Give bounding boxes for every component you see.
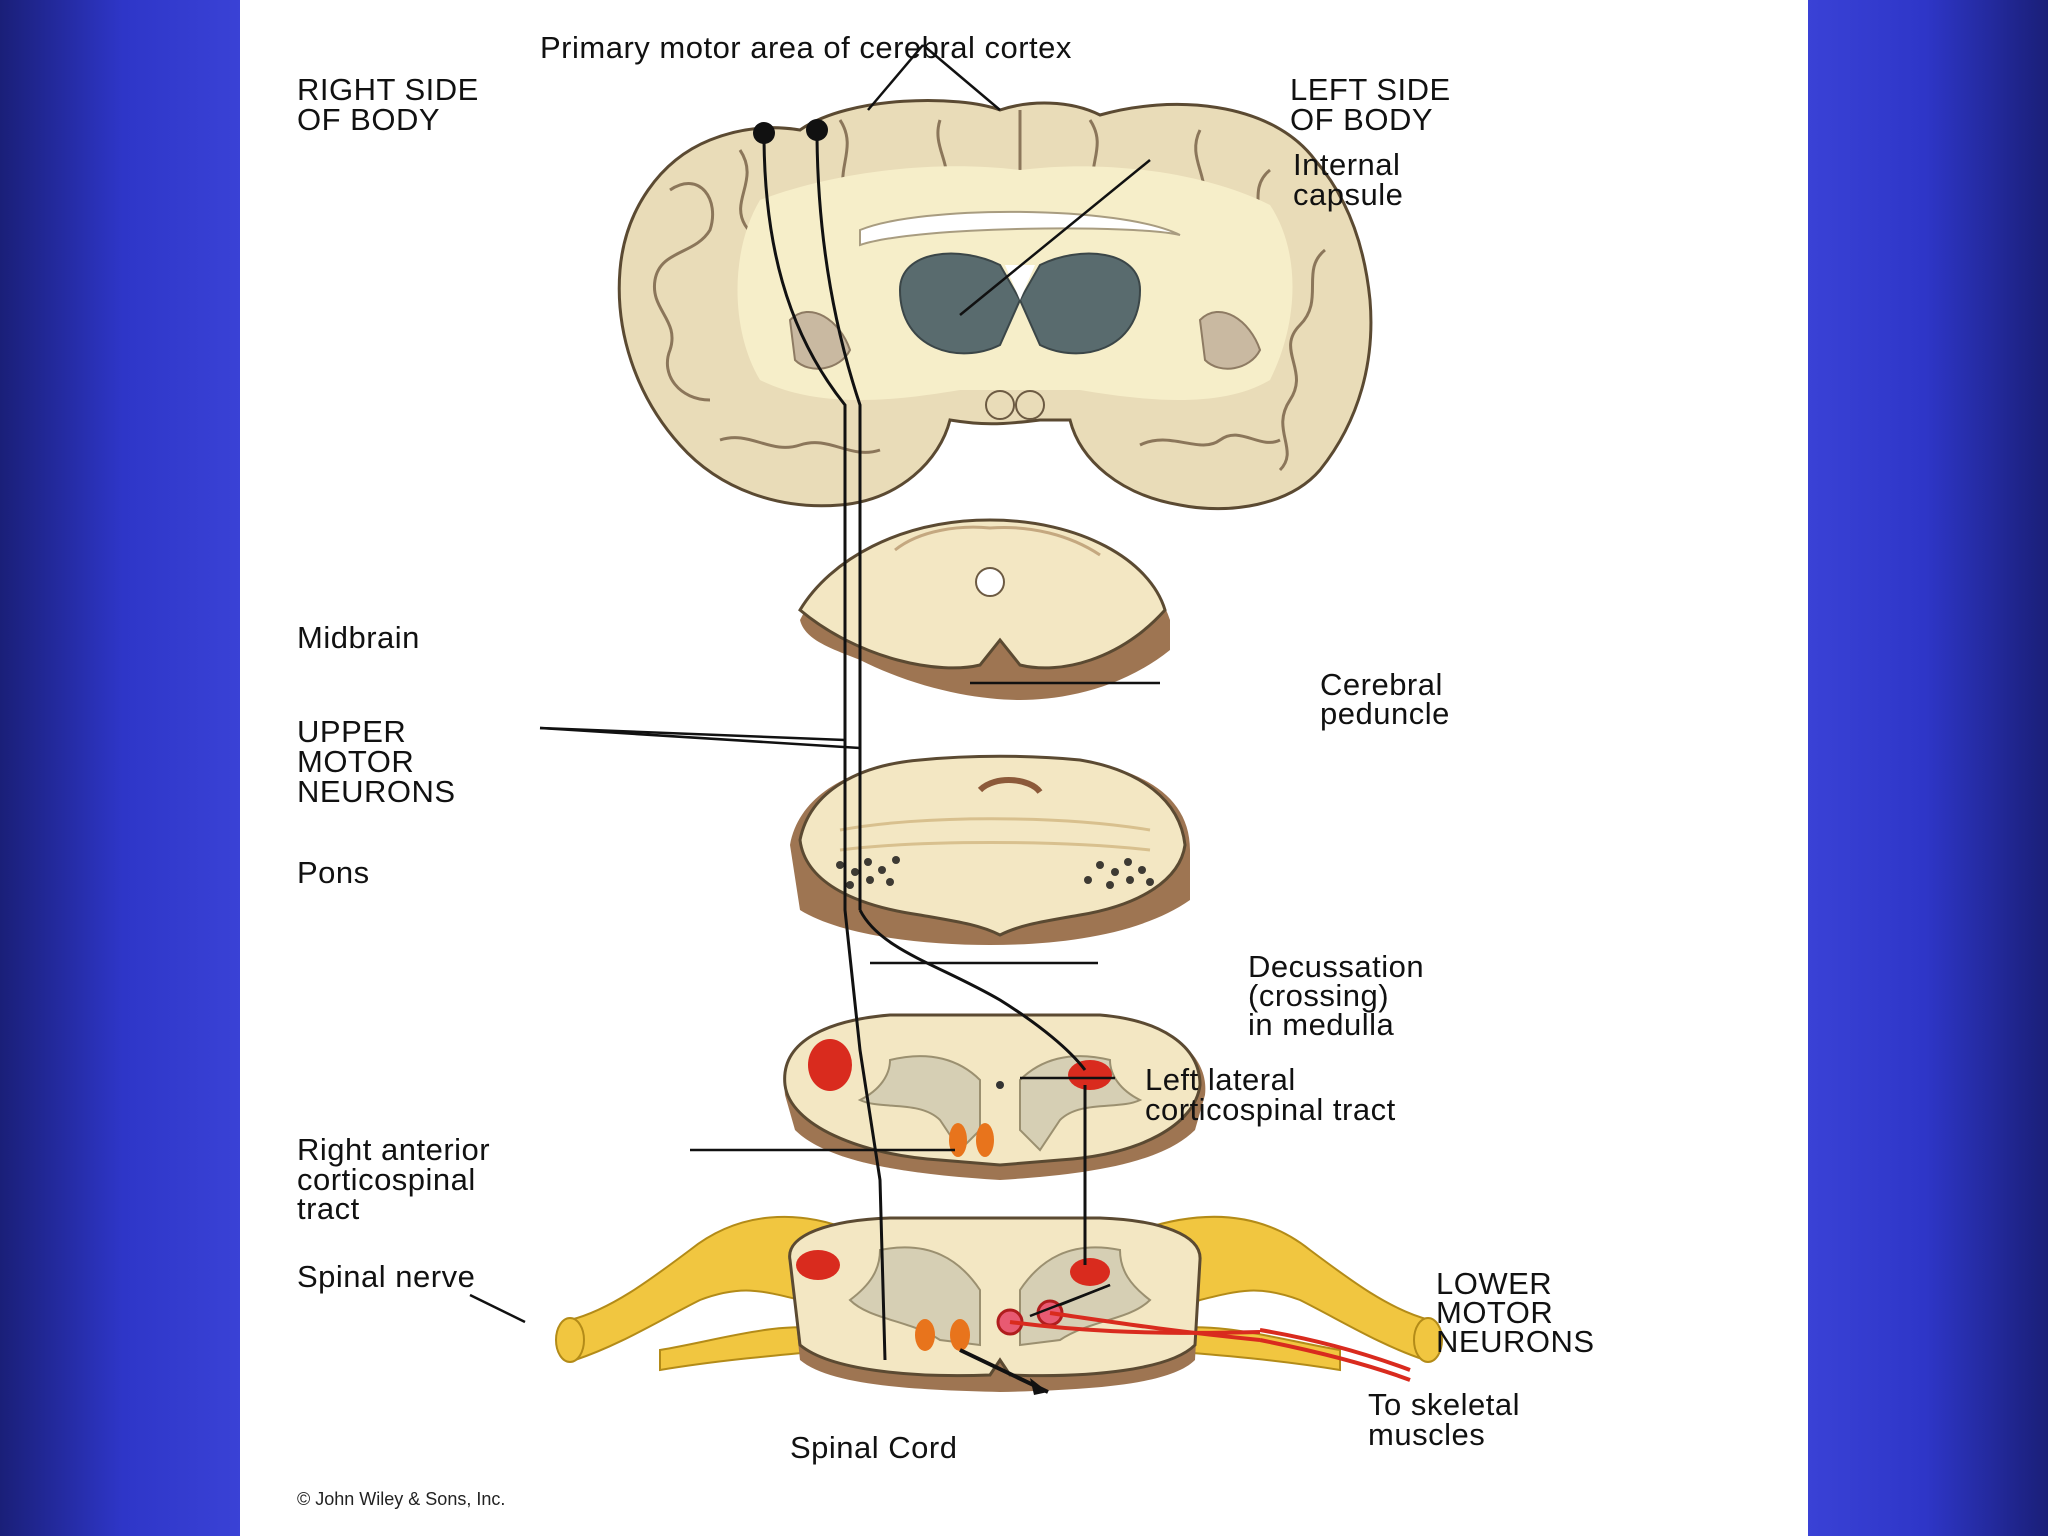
label-right-side-2: OF BODY: [297, 102, 440, 137]
anterior-tract-cord-2: [950, 1319, 970, 1351]
medulla-cord-section: [783, 1013, 1206, 1180]
label-decussation-3: in medulla: [1248, 1007, 1395, 1042]
label-internal-capsule-2: capsule: [1293, 177, 1403, 212]
label-spinal-nerve: Spinal nerve: [297, 1259, 475, 1294]
label-upper-motor-1: UPPER: [297, 714, 406, 749]
lentiform-nucleus-right: [1198, 310, 1262, 370]
label-decussation-2: (crossing): [1248, 978, 1389, 1013]
pons-section: [790, 754, 1190, 945]
label-lower-motor-3: NEURONS: [1436, 1324, 1595, 1359]
slide-panel: Primary motor area of cerebral cortex RI…: [240, 0, 1808, 1536]
label-upper-motor-2: MOTOR: [297, 744, 414, 779]
left-lateral-corticospinal-tract-cord: [1070, 1258, 1110, 1286]
label-left-side-2: OF BODY: [1290, 102, 1433, 137]
lentiform-nucleus-left: [788, 310, 852, 370]
midbrain-section: [798, 518, 1170, 700]
label-right-anterior-3: tract: [297, 1191, 360, 1226]
upper-motor-neuron-cell-body-1: [753, 122, 775, 144]
label-lower-motor-1: LOWER: [1436, 1266, 1552, 1301]
lateral-tract-right-medulla: [808, 1039, 852, 1091]
label-to-skeletal-1: To skeletal: [1368, 1387, 1520, 1422]
lateral-tract-right-cord: [796, 1250, 840, 1280]
label-left-side-1: LEFT SIDE: [1290, 72, 1451, 107]
label-right-side-1: RIGHT SIDE: [297, 72, 479, 107]
label-pons: Pons: [297, 855, 370, 890]
label-upper-motor-3: NEURONS: [297, 774, 456, 809]
spinal-nerve-left: [555, 1215, 852, 1372]
corticospinal-pathway-diagram: Primary motor area of cerebral cortex RI…: [297, 30, 1595, 1509]
upper-motor-neuron-cell-body-2: [806, 119, 828, 141]
label-to-skeletal-2: muscles: [1368, 1417, 1485, 1452]
label-decussation-1: Decussation: [1248, 949, 1424, 984]
label-cerebral-peduncle-2: peduncle: [1320, 696, 1450, 731]
label-right-anterior-1: Right anterior: [297, 1132, 490, 1167]
spinal-nerve-right: [1138, 1215, 1443, 1382]
right-anterior-corticospinal-tract-medulla-1: [976, 1123, 994, 1157]
anterior-tract-cord-1: [915, 1319, 935, 1351]
brain-coronal-section: [617, 98, 1373, 511]
label-lower-motor-2: MOTOR: [1436, 1295, 1553, 1330]
right-anterior-corticospinal-tract-medulla-2: [949, 1123, 967, 1157]
left-lateral-corticospinal-tract-medulla: [1068, 1060, 1112, 1090]
label-spinal-cord: Spinal Cord: [790, 1430, 957, 1465]
label-midbrain: Midbrain: [297, 620, 420, 655]
label-right-anterior-2: corticospinal: [297, 1162, 476, 1197]
pons-nuclei-dots: [836, 856, 1154, 889]
label-internal-capsule-1: Internal: [1293, 147, 1400, 182]
copyright-notice: © John Wiley & Sons, Inc.: [297, 1489, 505, 1509]
label-primary-motor-area: Primary motor area of cerebral cortex: [540, 30, 1072, 65]
spinal-cord-section: [788, 1216, 1261, 1392]
leader-lines: [469, 44, 1160, 1395]
upper-motor-neuron-axons: [762, 136, 1087, 1361]
label-left-lateral-2: corticospinal tract: [1145, 1092, 1396, 1127]
label-left-lateral-1: Left lateral: [1145, 1062, 1296, 1097]
label-cerebral-peduncle-1: Cerebral: [1320, 667, 1443, 702]
